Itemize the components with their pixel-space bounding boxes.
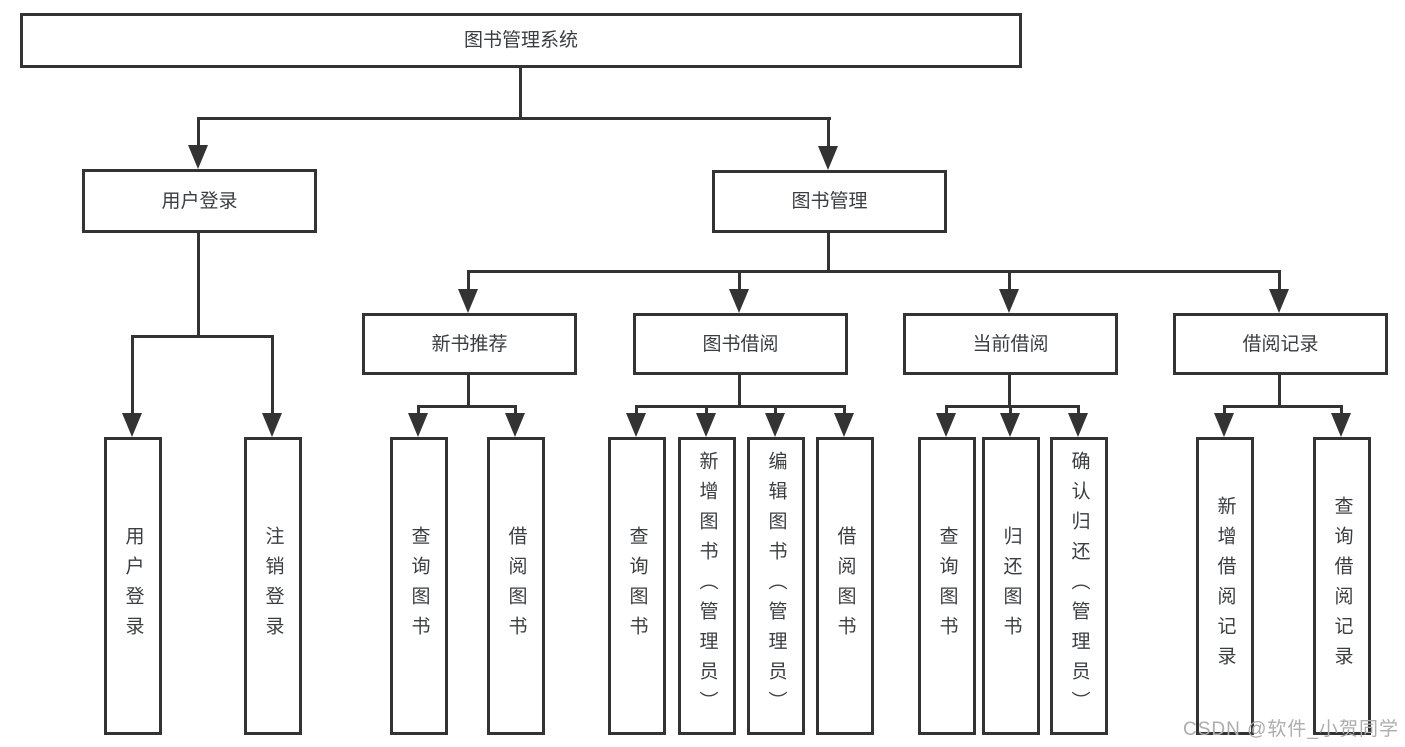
connector-rail-level3 bbox=[467, 270, 1281, 273]
node-user-login-label: 用户登录 bbox=[161, 190, 238, 212]
arrow-down-icon bbox=[458, 289, 478, 313]
arrow-down-icon bbox=[1068, 413, 1088, 437]
arrow-down-icon bbox=[834, 413, 854, 437]
connector-drop-leaf bbox=[635, 405, 638, 415]
arrow-down-icon bbox=[1000, 413, 1020, 437]
leaf-borrow-edit-label: 编辑图书（管理员） bbox=[765, 451, 787, 721]
leaf-borrow-query-label: 查询图书 bbox=[626, 526, 648, 646]
connector-book-mgmt-stem bbox=[827, 233, 830, 273]
connector-current-stem bbox=[1008, 375, 1011, 408]
arrow-down-icon bbox=[262, 413, 282, 437]
leaf-logout: 注销登录 bbox=[244, 437, 302, 735]
leaf-records-query: 查询借阅记录 bbox=[1313, 437, 1371, 735]
arrow-down-icon bbox=[765, 413, 785, 437]
arrow-down-icon bbox=[1269, 289, 1289, 313]
leaf-borrow-borrow-label: 借阅图书 bbox=[834, 526, 856, 646]
leaf-current-query-label: 查询图书 bbox=[936, 526, 958, 646]
leaf-records-query-label: 查询借阅记录 bbox=[1331, 496, 1353, 676]
connector-drop-user-login bbox=[197, 117, 200, 150]
node-user-login: 用户登录 bbox=[82, 169, 317, 233]
csdn-watermark: CSDN @软件_小贺同学 bbox=[1183, 719, 1399, 740]
arrow-down-icon bbox=[626, 413, 646, 437]
node-borrow-records-label: 借阅记录 bbox=[1242, 333, 1319, 355]
arrow-down-icon bbox=[408, 413, 428, 437]
leaf-records-add: 新增借阅记录 bbox=[1196, 437, 1254, 735]
leaf-newbook-query-label: 查询图书 bbox=[408, 526, 430, 646]
connector-rail-current bbox=[945, 405, 1080, 408]
connector-drop-level3 bbox=[738, 270, 741, 291]
node-new-book-recommend-label: 新书推荐 bbox=[431, 333, 508, 355]
arrow-down-icon bbox=[999, 289, 1019, 313]
leaf-borrow-query: 查询图书 bbox=[608, 437, 666, 735]
connector-rail-user-login bbox=[131, 335, 274, 338]
connector-drop-leaf bbox=[1223, 405, 1226, 415]
connector-drop-leaf bbox=[514, 405, 517, 415]
leaf-newbook-borrow: 借阅图书 bbox=[487, 437, 545, 735]
leaf-records-add-label: 新增借阅记录 bbox=[1214, 496, 1236, 676]
arrow-down-icon bbox=[729, 289, 749, 313]
connector-newbook-stem bbox=[467, 375, 470, 408]
connector-drop-level3 bbox=[467, 270, 470, 291]
leaf-user-login-label: 用户登录 bbox=[122, 526, 144, 646]
connector-rail-borrow bbox=[635, 405, 846, 408]
connector-drop-book-mgmt bbox=[827, 117, 830, 151]
arrow-down-icon bbox=[818, 146, 838, 170]
arrow-down-icon bbox=[188, 145, 208, 169]
connector-drop-leaf bbox=[271, 335, 274, 415]
connector-drop-leaf bbox=[1009, 405, 1012, 415]
arrow-down-icon bbox=[696, 413, 716, 437]
connector-records-stem bbox=[1278, 375, 1281, 408]
node-current-borrow: 当前借阅 bbox=[903, 313, 1118, 375]
leaf-current-query: 查询图书 bbox=[918, 437, 976, 735]
leaf-borrow-add-label: 新增图书（管理员） bbox=[696, 451, 718, 721]
connector-drop-level3 bbox=[1278, 270, 1281, 291]
connector-rail-level2 bbox=[197, 117, 831, 120]
node-book-mgmt: 图书管理 bbox=[712, 170, 947, 233]
leaf-current-return-label: 归还图书 bbox=[1000, 526, 1022, 646]
connector-root-stem bbox=[519, 66, 522, 119]
leaf-current-confirm-label: 确认归还（管理员） bbox=[1068, 451, 1090, 721]
arrow-down-icon bbox=[936, 413, 956, 437]
leaf-borrow-add: 新增图书（管理员） bbox=[678, 437, 736, 735]
leaf-borrow-edit: 编辑图书（管理员） bbox=[747, 437, 805, 735]
connector-drop-leaf bbox=[945, 405, 948, 415]
leaf-logout-label: 注销登录 bbox=[262, 526, 284, 646]
connector-drop-leaf bbox=[131, 335, 134, 415]
connector-user-login-stem bbox=[197, 233, 200, 338]
connector-drop-leaf bbox=[417, 405, 420, 415]
node-book-borrow-label: 图书借阅 bbox=[702, 333, 779, 355]
leaf-newbook-query: 查询图书 bbox=[390, 437, 448, 735]
node-root-label: 图书管理系统 bbox=[463, 30, 578, 51]
leaf-user-login: 用户登录 bbox=[104, 437, 162, 735]
node-borrow-records: 借阅记录 bbox=[1173, 313, 1388, 375]
node-current-borrow-label: 当前借阅 bbox=[972, 333, 1049, 355]
connector-drop-leaf bbox=[1340, 405, 1343, 415]
connector-rail-newbook bbox=[417, 405, 517, 408]
node-root: 图书管理系统 bbox=[20, 13, 1022, 68]
connector-rail-records bbox=[1223, 405, 1343, 408]
connector-drop-leaf bbox=[774, 405, 777, 415]
arrow-down-icon bbox=[1331, 413, 1351, 437]
leaf-current-return: 归还图书 bbox=[982, 437, 1040, 735]
connector-borrow-stem bbox=[738, 375, 741, 408]
leaf-current-confirm: 确认归还（管理员） bbox=[1050, 437, 1108, 735]
connector-drop-leaf bbox=[843, 405, 846, 415]
connector-drop-leaf bbox=[1077, 405, 1080, 415]
arrow-down-icon bbox=[1214, 413, 1234, 437]
connector-drop-level3 bbox=[1008, 270, 1011, 291]
node-book-borrow: 图书借阅 bbox=[633, 313, 848, 375]
arrow-down-icon bbox=[122, 413, 142, 437]
leaf-newbook-borrow-label: 借阅图书 bbox=[505, 526, 527, 646]
arrow-down-icon bbox=[505, 413, 525, 437]
node-book-mgmt-label: 图书管理 bbox=[791, 191, 868, 212]
leaf-borrow-borrow: 借阅图书 bbox=[816, 437, 874, 735]
node-new-book-recommend: 新书推荐 bbox=[362, 313, 577, 375]
connector-drop-leaf bbox=[705, 405, 708, 415]
